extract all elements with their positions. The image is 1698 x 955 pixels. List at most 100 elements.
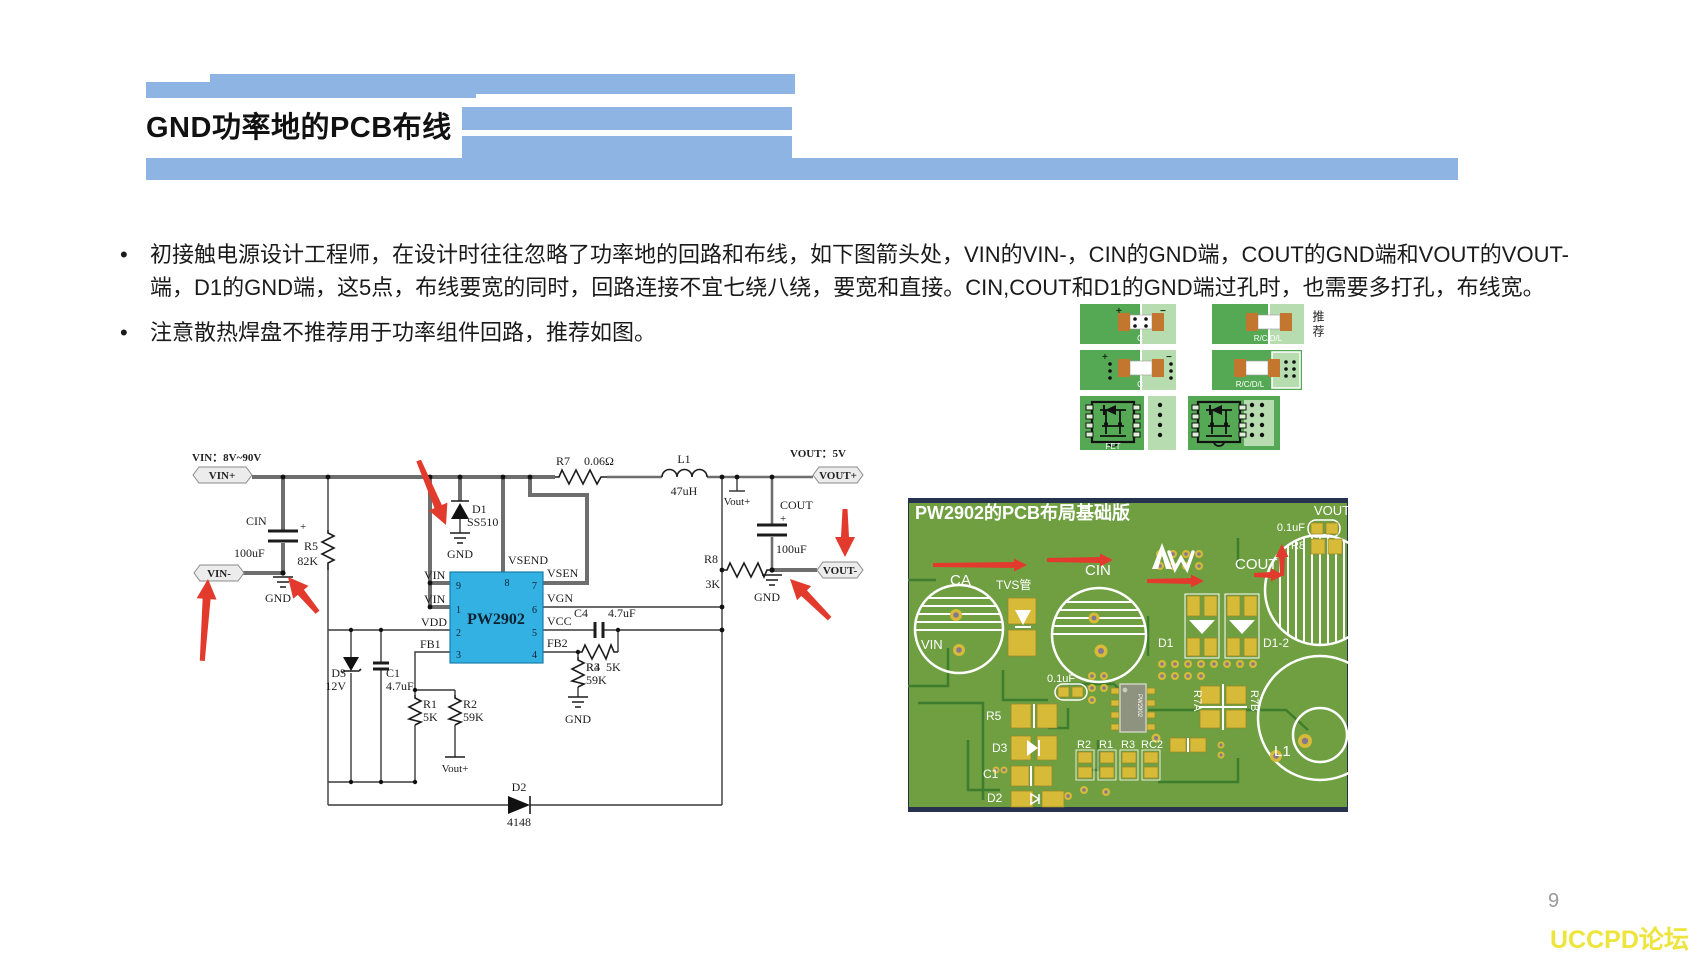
via-singles (992, 699, 1225, 800)
pcb-arrow-5 (1275, 544, 1289, 576)
pcb-label-cin: CIN (1085, 562, 1111, 579)
via-grid-left-of-ic (1088, 672, 1108, 704)
arrow-d1-gnd (416, 459, 448, 525)
l1-value: 47uH (671, 484, 698, 498)
header-bar-top-step (146, 82, 476, 98)
rcdl-footprint-label: R/C/D/L (1236, 380, 1265, 389)
d1-pads (1184, 593, 1220, 659)
pad-tile-rcdl-2: R/C/D/L (1212, 350, 1302, 390)
pcb-label-c1: C1 (983, 767, 999, 781)
pin-label-fb1: FB1 (420, 637, 441, 651)
cap-outline-cin (1050, 586, 1148, 684)
capacitor-c1: C1 4.7uF (373, 661, 414, 693)
recommend-label: 推荐 (1311, 310, 1325, 340)
inductor-l1: L1 47uH (661, 452, 708, 498)
brand-logo (1152, 543, 1195, 574)
pin-label-vsen: VSEN (547, 566, 579, 580)
pcb-label-vout: VOUT (1314, 503, 1348, 518)
gnd-label: GND (265, 591, 291, 605)
pin-7: 7 (532, 581, 537, 592)
diode-d2: D2 4148 (507, 780, 531, 829)
fet-footprint-label: FET (1105, 442, 1120, 451)
minus-mark: − (1166, 352, 1172, 363)
via-grid-mid (1158, 660, 1257, 680)
arrow-cout-gnd (790, 579, 832, 621)
pin-4: 4 (532, 650, 537, 661)
gnd-label: GND (754, 590, 780, 604)
tvs-pads (1007, 597, 1037, 657)
r7-cluster-pads (1199, 684, 1247, 730)
pcb-label-r1: R1 (1099, 739, 1113, 751)
pin-1: 1 (456, 605, 461, 616)
r1-value: 5K (423, 710, 438, 724)
vin-range-label: VIN：8V~90V (192, 452, 261, 464)
pin-label-vin9: VIN (424, 568, 446, 582)
pin-3: 3 (456, 650, 461, 661)
cout-value: 100uF (776, 542, 807, 556)
header-bar-accent-1 (462, 107, 792, 130)
circuit-schematic: VIN+ VIN- VOUT+ VOUT- VIN：8V~90V VOUT：5V… (192, 448, 864, 829)
pcb-label-l1: L1 (1274, 743, 1291, 760)
resistor-r2: R2 59K Vout+ (442, 695, 484, 775)
pin-label-fb2: FB2 (547, 636, 568, 650)
cin-plus-mark: + (300, 521, 306, 533)
pcb-label-r7a: R7A (1191, 690, 1203, 712)
l1-label: L1 (677, 452, 690, 466)
diode-d1: D1 SS510 GND (447, 500, 498, 561)
plus-mark: + (1102, 352, 1108, 363)
r4-label: R4 (586, 660, 600, 674)
pcb-layout-image: PW2902 (908, 498, 1348, 812)
pcb-label-d3: D3 (992, 741, 1008, 755)
d2-pads (1010, 790, 1065, 808)
pcb-label-r8: R8 (1291, 540, 1305, 552)
vout-range-label: VOUT：5V (790, 448, 846, 460)
cout-plus-mark: + (780, 513, 786, 525)
pad-recommendation-figure: + − C R/C/D/L + − C (1080, 304, 1304, 451)
pin-5: 5 (532, 628, 537, 639)
pcb-label-d1: D1 (1158, 636, 1174, 650)
d1-2-pads (1224, 593, 1260, 659)
pcb-label-ca: CA (950, 572, 971, 589)
d3-value: 12V (325, 679, 346, 693)
r8-label: R8 (704, 552, 718, 566)
pin-label-vsend: VSEND (508, 553, 548, 567)
arrow-cin-gnd (288, 577, 320, 614)
pad-tile-cap-1: + − C (1080, 304, 1176, 344)
terminal-vin-minus: VIN- (193, 564, 245, 582)
capacitor-c4: C4 4.7uF (574, 606, 636, 638)
gnd-label: GND (447, 547, 473, 561)
pad-tile-rcdl-1: R/C/D/L (1212, 304, 1304, 344)
r7-label: R7 (556, 454, 570, 468)
d1-value: SS510 (467, 515, 498, 529)
pin-6: 6 (532, 605, 537, 616)
d3-pads (1010, 735, 1058, 761)
pin-2: 2 (456, 628, 461, 639)
terminal-vin-minus-label: VIN- (207, 568, 231, 580)
page-number: 9 (1548, 890, 1560, 912)
minus-mark: − (1160, 306, 1166, 317)
pin-9: 9 (456, 581, 461, 592)
page-title: GND功率地的PCB布线 (146, 112, 452, 144)
resistor-r8: R8 3K (704, 552, 772, 591)
r4-value: 59K (586, 673, 607, 687)
r1-label: R1 (423, 697, 437, 711)
r8-part (1310, 538, 1343, 555)
arrow-vin-minus (196, 579, 217, 661)
terminal-vout-minus: VOUT- (816, 561, 864, 579)
c1-value: 4.7uF (386, 679, 414, 693)
small-resistor-footprints (1075, 749, 1161, 781)
pin-label-vgn: VGN (547, 591, 573, 605)
d3-label: D3 (331, 666, 346, 680)
pcb-label-r5: R5 (986, 709, 1002, 723)
header-bar-accent-2 (462, 136, 792, 159)
pad-tile-fet-1: FET (1080, 396, 1176, 451)
pin-label-vdd: VDD (421, 615, 447, 629)
bullet-item-2: 注意散热焊盘不推荐用于功率组件回路，推荐如图。 (112, 316, 1584, 349)
r8-value: 3K (705, 577, 720, 591)
pcb-label-r7b: R7B (1248, 690, 1260, 711)
pcb-label-vin: VIN (921, 637, 943, 652)
cap-top-part (1307, 519, 1341, 538)
pcb-label-d2: D2 (987, 791, 1003, 805)
terminal-vin-plus-label: VIN+ (209, 470, 235, 482)
vout-node-bottom: Vout+ (442, 763, 469, 775)
